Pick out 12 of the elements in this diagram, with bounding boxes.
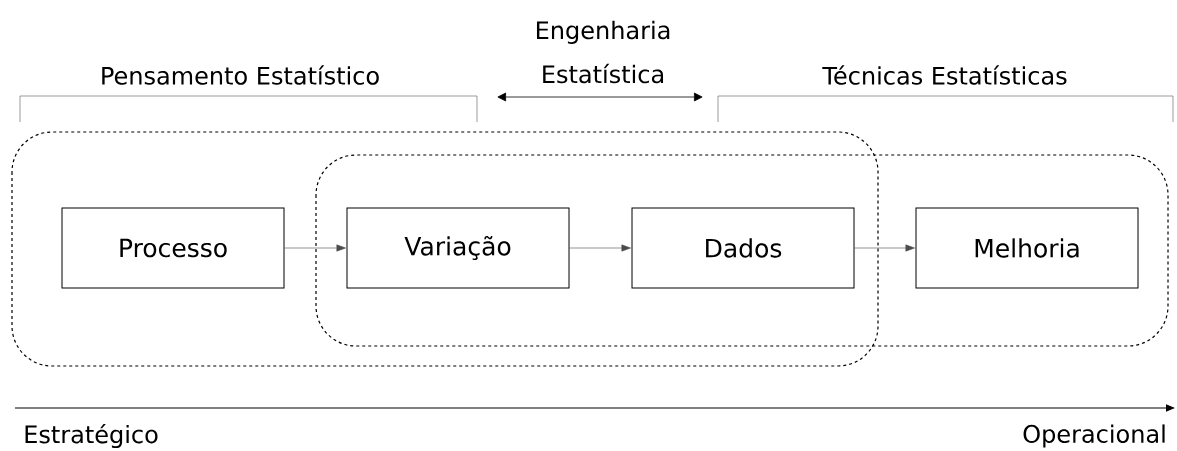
arrow (284, 244, 346, 252)
heading: Técnicas Estatísticas (822, 65, 1067, 85)
arrow (569, 244, 631, 252)
process-box: Processo (61, 207, 285, 289)
heading: Engenharia Estatística (537, 20, 670, 84)
process-box: Variação (346, 207, 570, 289)
axis-label: Operacional (1023, 424, 1165, 448)
process-box: Dados (631, 207, 855, 289)
process-box: Melhoria (915, 207, 1139, 289)
axis-label: Estratégico (25, 423, 158, 449)
arrow (854, 244, 915, 252)
heading: Pensamento Estatístico (102, 65, 379, 85)
